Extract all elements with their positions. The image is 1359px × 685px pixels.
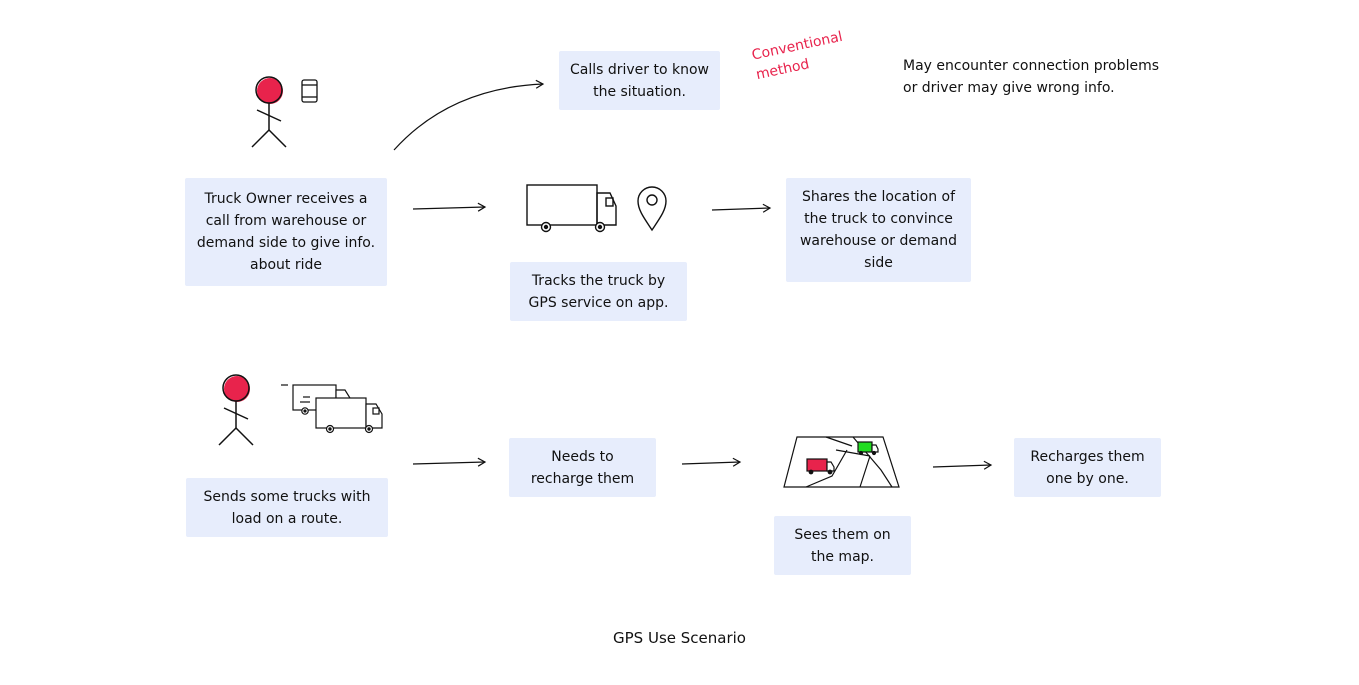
owner-receives-call-text: Truck Owner receives a call from warehou…: [196, 191, 376, 273]
person-icon: [251, 76, 287, 148]
arrow-to-shares: [711, 203, 772, 213]
shares-location-box: Shares the location of the truck to conv…: [786, 178, 971, 282]
truck-icon: [526, 184, 617, 233]
sees-on-map-box: Sees them on the map.: [774, 516, 911, 575]
map-icon: [783, 436, 900, 488]
arrow-to-recharge: [412, 457, 487, 467]
owner-receives-call-box: Truck Owner receives a call from warehou…: [185, 178, 387, 286]
phone-icon: [301, 79, 318, 103]
tracks-truck-text: Tracks the truck by GPS service on app.: [528, 272, 669, 311]
needs-recharge-box: Needs to recharge them: [509, 438, 656, 497]
person-icon: [218, 374, 254, 446]
sees-on-map-text: Sees them on the map.: [794, 526, 891, 565]
connection-problems-note: May encounter connection problems or dri…: [903, 58, 1160, 96]
arrow-to-tracks: [412, 202, 487, 212]
sends-trucks-box: Sends some trucks with load on a route.: [186, 478, 388, 537]
trucks-moving-icon: [281, 384, 383, 434]
recharges-box: Recharges them one by one.: [1014, 438, 1161, 497]
arrow-to-map: [681, 457, 742, 467]
tracks-truck-box: Tracks the truck by GPS service on app.: [510, 262, 687, 321]
diagram-caption: GPS Use Scenario: [613, 629, 746, 647]
recharges-text: Recharges them one by one.: [1030, 448, 1145, 487]
needs-recharge-text: Needs to recharge them: [530, 448, 635, 487]
shares-location-text: Shares the location of the truck to conv…: [799, 189, 957, 271]
arrow-to-calls: [393, 79, 545, 151]
calls-driver-box: Calls driver to know the situation.: [559, 51, 720, 110]
arrow-to-recharges: [932, 460, 993, 470]
location-pin-icon: [637, 186, 667, 232]
sends-trucks-text: Sends some trucks with load on a route.: [203, 488, 371, 527]
calls-driver-text: Calls driver to know the situation.: [569, 61, 709, 100]
